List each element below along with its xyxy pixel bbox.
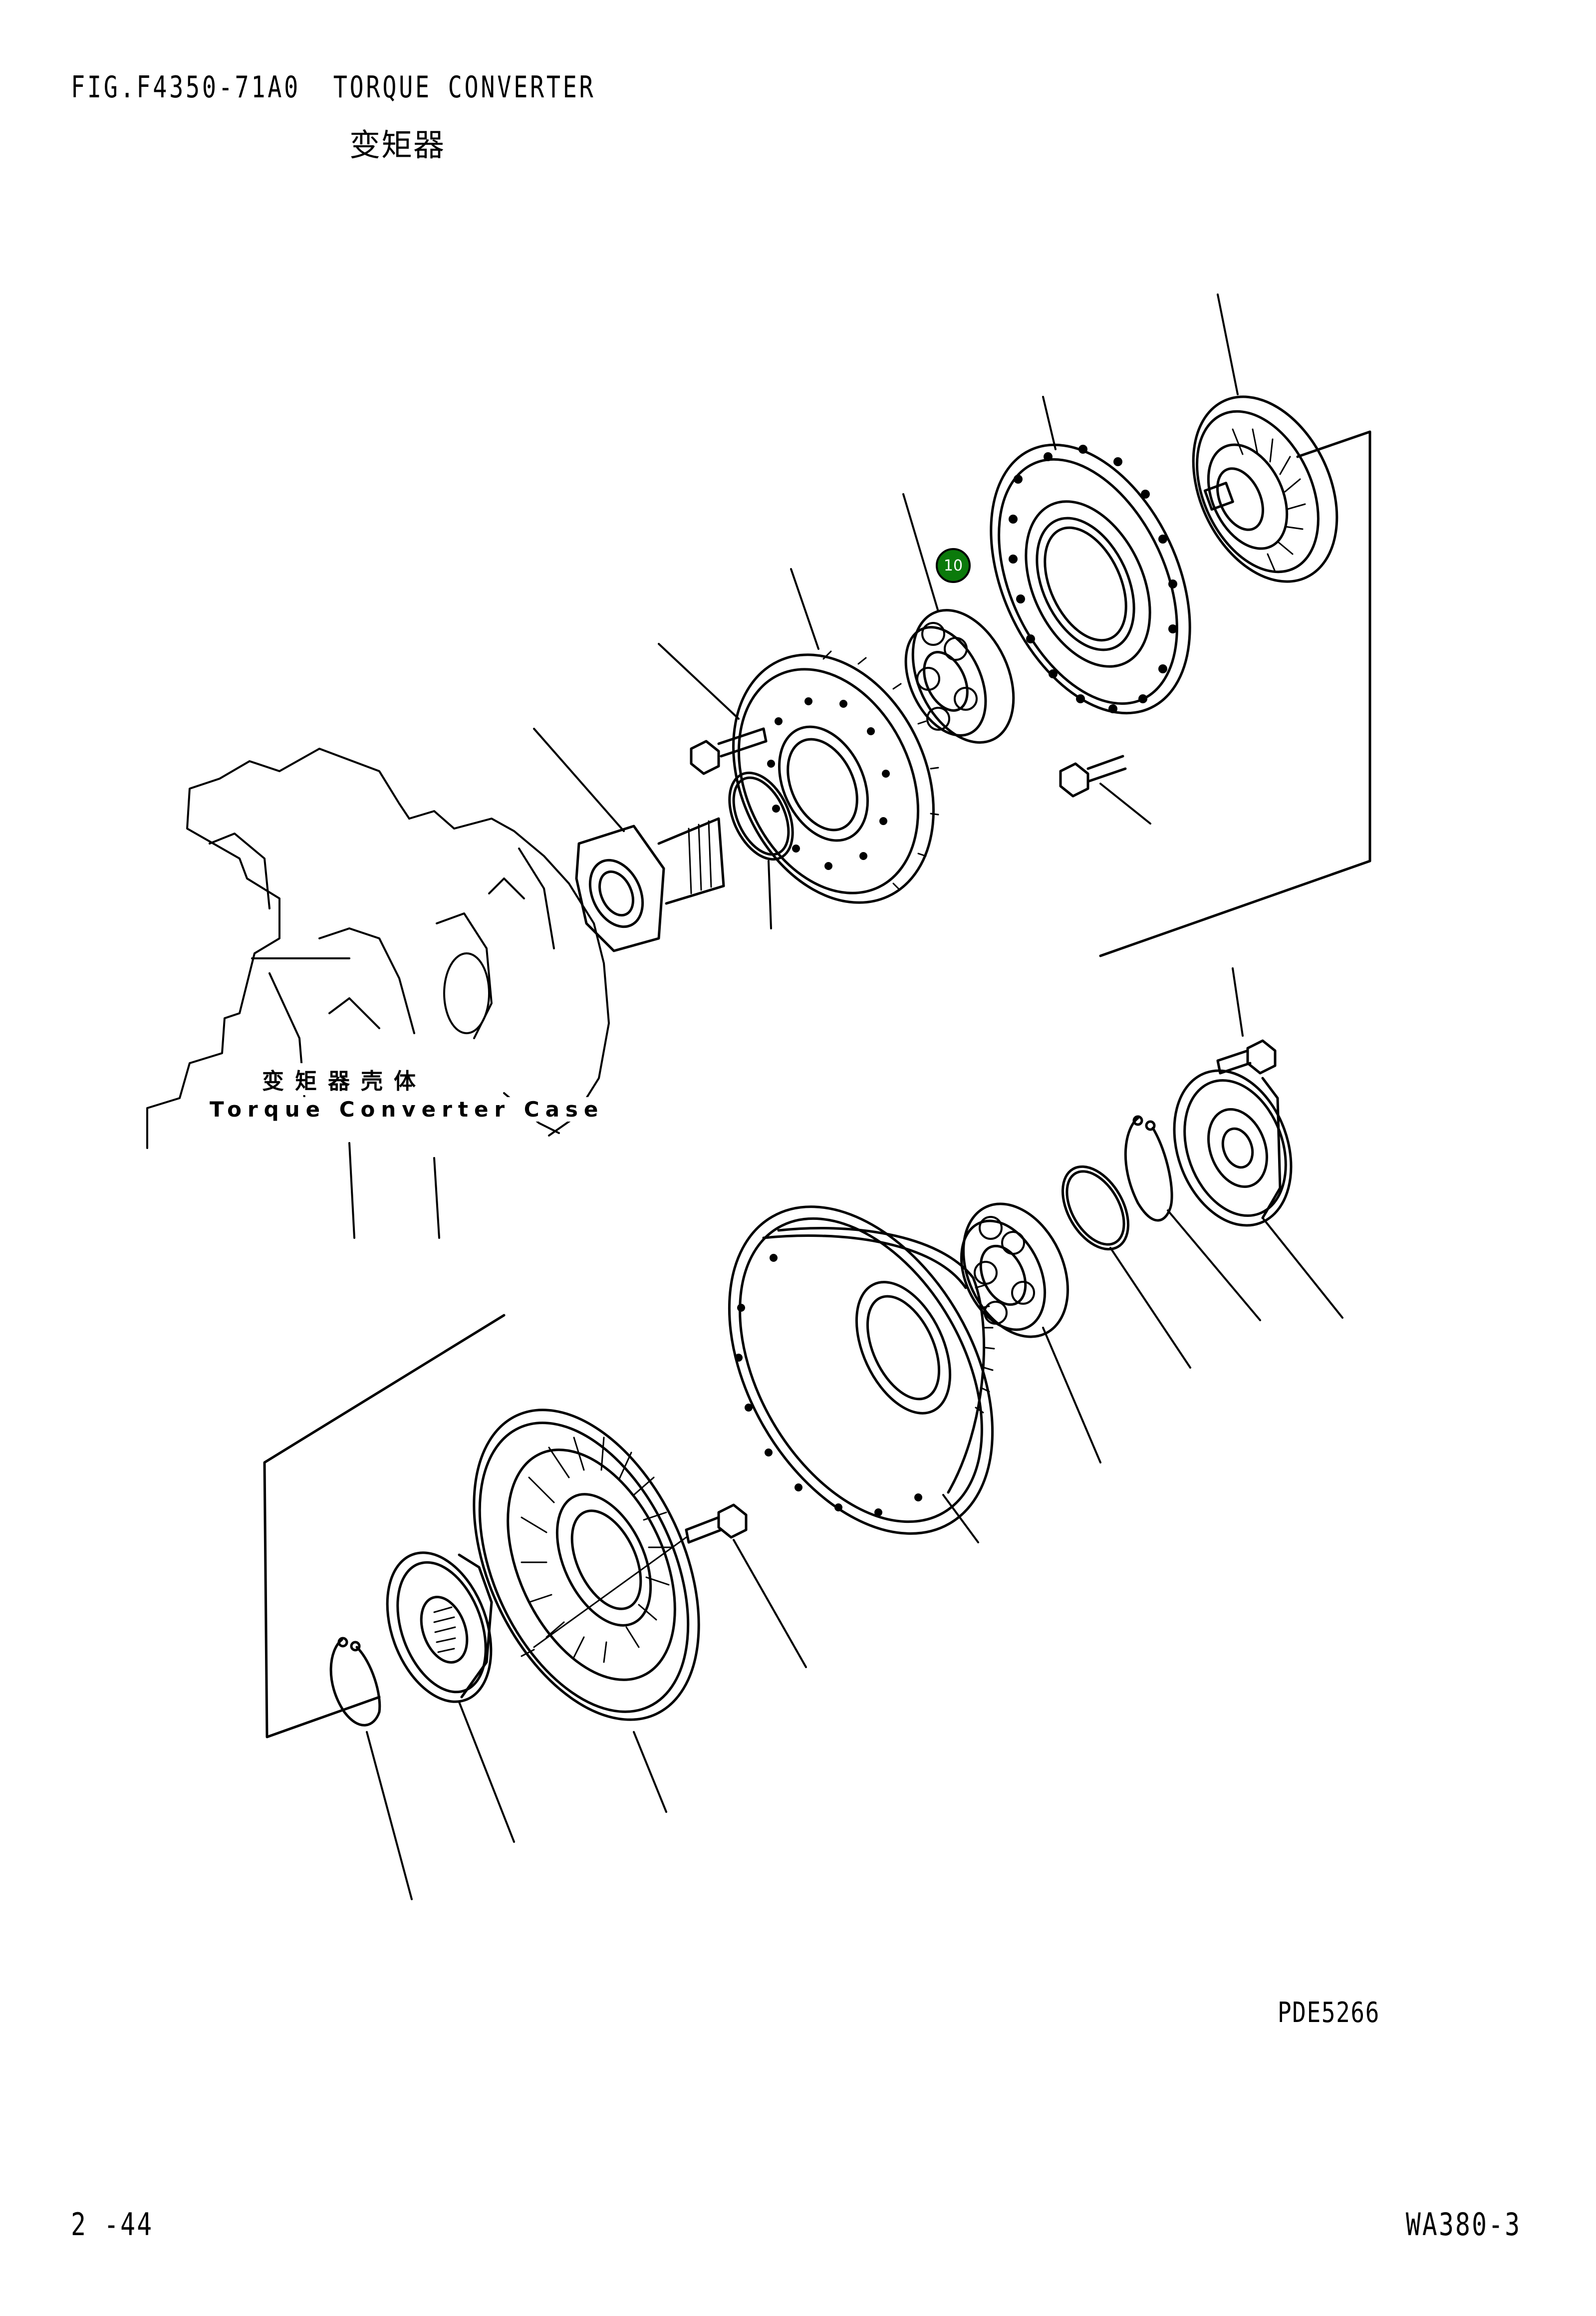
figure-title: FIG.F4350-71A0 TORQUE CONVERTER (71, 70, 596, 105)
turbine-stator-top-right[interactable] (1165, 293, 1365, 605)
output-shaft-flange[interactable] (533, 728, 725, 952)
drive-case-flange[interactable] (951, 396, 1230, 745)
callout-marker-10[interactable]: 10 (936, 548, 971, 583)
pump-impeller[interactable] (429, 1375, 744, 1813)
o-ring-seal[interactable] (717, 763, 805, 929)
bolt-lower[interactable] (533, 1503, 807, 1668)
case-label-english: Torque Converter Case (210, 1097, 604, 1122)
hub-flange[interactable] (368, 1538, 515, 1843)
torque-converter-case[interactable] (146, 748, 610, 1239)
model-number: WA380-3 (1405, 2206, 1521, 2243)
bearing-marked-10[interactable] (890, 493, 1034, 759)
lower-group-bracket[interactable] (263, 1314, 506, 1738)
page-number: 2 -44 (71, 2206, 154, 2243)
ring-gear[interactable] (695, 568, 972, 935)
figure-title-chinese: 变矩器 (349, 127, 446, 163)
upper-group-bracket (1099, 430, 1371, 957)
bolt-right[interactable] (1059, 755, 1151, 825)
snap-ring-right[interactable] (1124, 1115, 1261, 1321)
bolt-lower-right[interactable] (1216, 967, 1277, 1075)
figure-code: PDE5266 (1278, 1997, 1380, 2029)
callout-marker-label: 10 (943, 557, 963, 575)
snap-ring-left[interactable] (329, 1637, 413, 1900)
bearing-lower[interactable] (943, 1187, 1101, 1463)
retainer-cover[interactable] (1154, 1054, 1343, 1319)
seal-ring-right[interactable] (1049, 1156, 1191, 1369)
mounting-bolt-upper[interactable] (658, 643, 768, 775)
housing-drum[interactable] (675, 1160, 1047, 1580)
lower-connector-line (521, 1649, 535, 1657)
case-label-chinese: 变矩器壳体 (262, 1063, 427, 1095)
